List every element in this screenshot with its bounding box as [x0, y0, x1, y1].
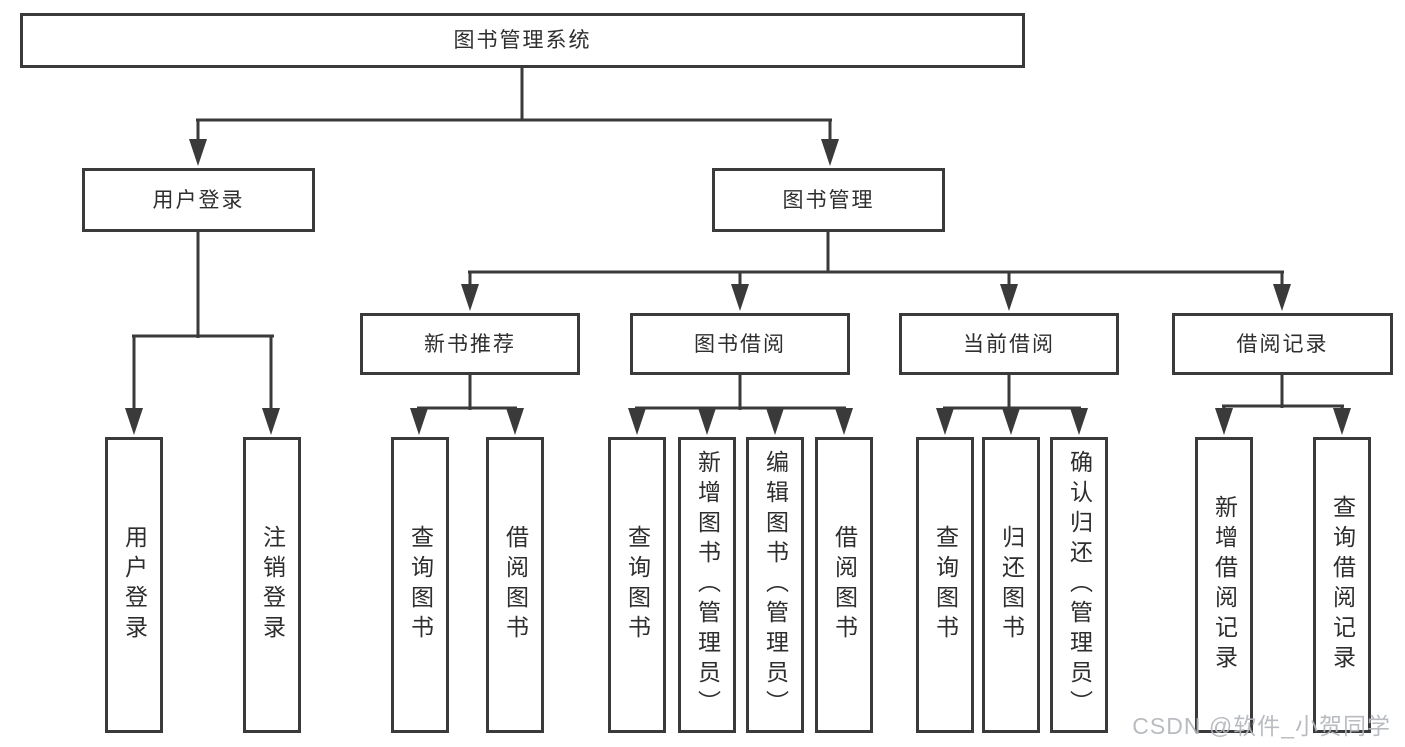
leaf-add-borrow-record: 新增借阅记录 — [1195, 437, 1253, 733]
leaf-user-login: 用户登录 — [105, 437, 163, 733]
leaf-query-books-current: 查询图书 — [916, 437, 974, 733]
watermark-text: CSDN @软件_小贺同学 — [1132, 713, 1391, 739]
leaf-query-borrow-record: 查询借阅记录 — [1313, 437, 1371, 733]
node-root: 图书管理系统 — [20, 13, 1025, 68]
leaf-confirm-return-admin: 确认归还（管理员） — [1050, 437, 1108, 733]
leaf-add-book-admin: 新增图书（管理员） — [678, 437, 736, 733]
leaf-return-book: 归还图书 — [982, 437, 1040, 733]
leaf-query-books-borrow: 查询图书 — [608, 437, 666, 733]
node-book-management: 图书管理 — [712, 168, 945, 232]
leaf-edit-book-admin: 编辑图书（管理员） — [746, 437, 804, 733]
leaf-borrow-books-recommend: 借阅图书 — [486, 437, 544, 733]
leaf-borrow-books: 借阅图书 — [815, 437, 873, 733]
node-current-borrow: 当前借阅 — [899, 313, 1119, 375]
arrowheads — [125, 139, 1351, 435]
node-book-borrow: 图书借阅 — [630, 313, 850, 375]
node-new-book-recommend: 新书推荐 — [360, 313, 580, 375]
node-user-login: 用户登录 — [82, 168, 315, 232]
leaf-query-books-recommend: 查询图书 — [391, 437, 449, 733]
leaf-logout: 注销登录 — [243, 437, 301, 733]
node-borrow-records: 借阅记录 — [1172, 313, 1393, 375]
